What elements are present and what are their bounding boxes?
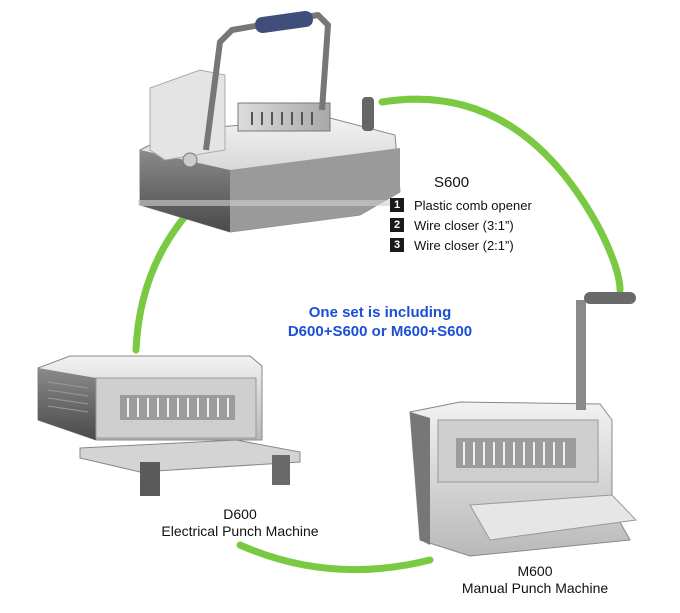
- d600-description: Electrical Punch Machine: [161, 523, 319, 539]
- d600-caption: D600 Electrical Punch Machine: [140, 506, 340, 540]
- s600-model-label: S600: [434, 174, 470, 191]
- s600-feature-3: 3 Wire closer (2:1”): [390, 236, 514, 254]
- set-including-headline: One set is including D600+S600 or M600+S…: [250, 303, 510, 341]
- arc-left: [132, 196, 204, 354]
- feature-number-badge: 2: [390, 218, 404, 232]
- headline-line-2: D600+S600 or M600+S600: [287, 323, 473, 340]
- feature-number-badge: 3: [390, 238, 404, 252]
- feature-number-badge: 1: [390, 198, 404, 212]
- feature-text: Plastic comb opener: [414, 197, 532, 213]
- s600-feature-1: 1 Plastic comb opener: [390, 196, 532, 214]
- m600-model-label: M600: [517, 563, 553, 579]
- headline-line-1: One set is including: [308, 304, 452, 321]
- arc-bottom: [236, 541, 434, 574]
- d600-machine-image: [37, 355, 301, 496]
- s600-feature-2: 2 Wire closer (3:1”): [390, 216, 514, 234]
- m600-caption: M600 Manual Punch Machine: [440, 563, 630, 597]
- m600-description: Manual Punch Machine: [461, 580, 609, 596]
- arc-top-right: [378, 95, 624, 294]
- d600-model-label: D600: [223, 506, 257, 522]
- s600-machine-image: [138, 10, 403, 233]
- m600-machine-image: [409, 292, 638, 557]
- feature-text: Wire closer (3:1”): [414, 217, 514, 233]
- feature-text: Wire closer (2:1”): [414, 237, 514, 253]
